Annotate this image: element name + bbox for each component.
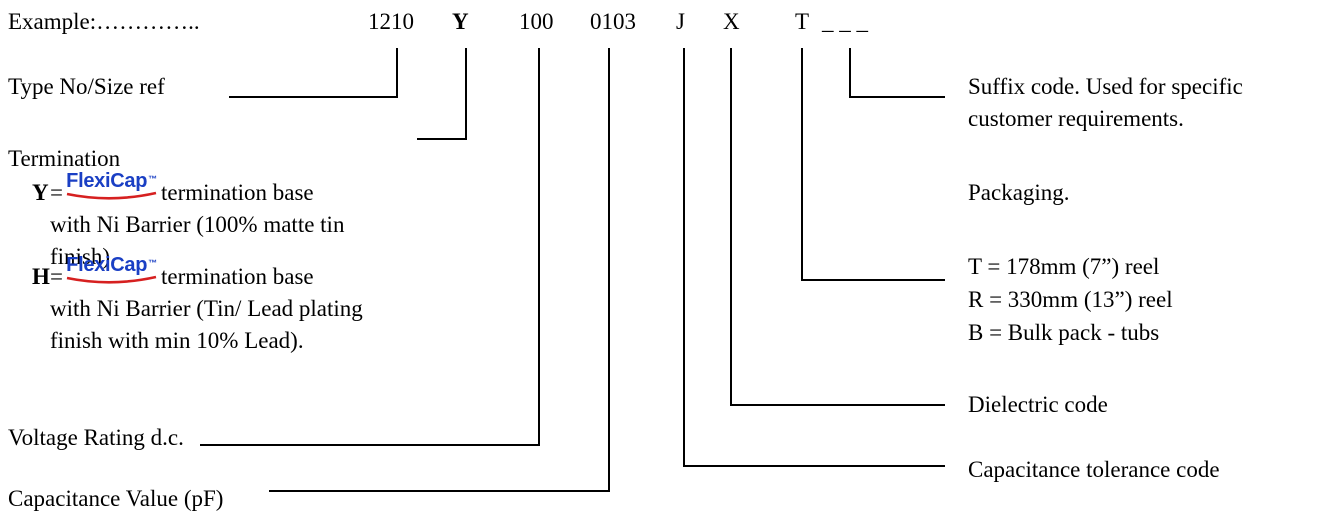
termination-heading: Termination <box>8 146 121 171</box>
example-label: Example:………….. <box>8 9 200 34</box>
capacitance-label: Capacitance Value (pF) <box>8 486 224 511</box>
leader-line-tolerance <box>683 48 685 467</box>
leader-line-termination <box>465 48 467 140</box>
termination-y-line2: with Ni Barrier (100% matte tin <box>50 212 345 237</box>
leader-line-dielectric <box>730 404 945 406</box>
leader-line-suffix <box>849 96 945 98</box>
termination-h-line3: finish with min 10% Lead). <box>50 328 304 353</box>
voltage-code: 100 <box>519 9 554 34</box>
leader-line-capacitance <box>608 48 610 492</box>
termination-h-key: H <box>32 264 50 289</box>
leader-line-packaging <box>801 48 803 281</box>
flexicap-logo: FlexiCap™ <box>64 170 159 202</box>
termination-y-line3: finish). <box>50 244 116 269</box>
termination-y-key: Y <box>32 180 49 205</box>
leader-line-size <box>396 48 398 98</box>
flexicap-logo: FlexiCap™ <box>64 254 159 286</box>
flexicap-swoosh-icon <box>66 275 157 284</box>
leader-line-suffix <box>849 48 851 98</box>
termination-h-line2: with Ni Barrier (Tin/ Lead plating <box>50 296 363 321</box>
packaging-option: T = 178mm (7”) reel <box>968 254 1160 279</box>
leader-line-voltage <box>200 444 540 446</box>
termination-h-line1: termination base <box>161 264 314 289</box>
flexicap-swoosh-icon <box>66 191 157 200</box>
termination-y-equals: = <box>50 180 63 205</box>
suffix-code: _ _ _ <box>822 9 868 34</box>
capacitance-code: 0103 <box>590 9 636 34</box>
size-code: 1210 <box>368 9 414 34</box>
termination-y-line1: termination base <box>161 180 314 205</box>
voltage-label: Voltage Rating d.c. <box>8 425 184 450</box>
suffix-label-line2: customer requirements. <box>968 106 1184 131</box>
tolerance-code: J <box>676 9 685 34</box>
termination-h-equals: = <box>50 264 63 289</box>
leader-line-termination <box>417 138 467 140</box>
tolerance-label: Capacitance tolerance code <box>968 457 1220 482</box>
leader-line-voltage <box>538 48 540 446</box>
dielectric-code: X <box>723 9 740 34</box>
packaging-code: T <box>795 9 810 34</box>
packaging-option: R = 330mm (13”) reel <box>968 287 1173 312</box>
type-size-label: Type No/Size ref <box>8 74 165 99</box>
packaging-heading: Packaging. <box>968 180 1070 205</box>
suffix-label-line1: Suffix code. Used for specific <box>968 74 1243 99</box>
leader-line-size <box>229 96 398 98</box>
packaging-option: B = Bulk pack - tubs <box>968 320 1160 345</box>
leader-line-tolerance <box>683 465 945 467</box>
dielectric-label: Dielectric code <box>968 392 1108 417</box>
leader-line-capacitance <box>269 490 610 492</box>
termination-code: Y <box>452 9 469 34</box>
leader-line-packaging <box>801 279 945 281</box>
leader-line-dielectric <box>730 48 732 406</box>
